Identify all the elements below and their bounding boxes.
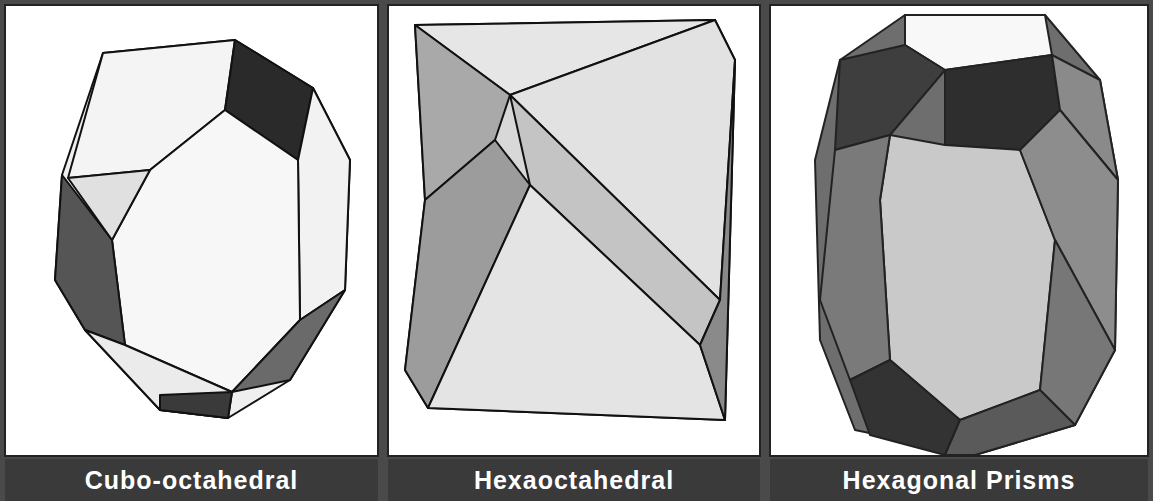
panel-label: Hexaoctahedral [474,466,674,495]
panel-label: Hexagonal Prisms [843,466,1076,495]
caption-band: Hexaoctahedral [388,459,760,501]
caption-band: Cubo-octahedral [5,459,378,501]
caption-band: Hexagonal Prisms [770,459,1148,501]
panel-label: Cubo-octahedral [85,466,299,495]
